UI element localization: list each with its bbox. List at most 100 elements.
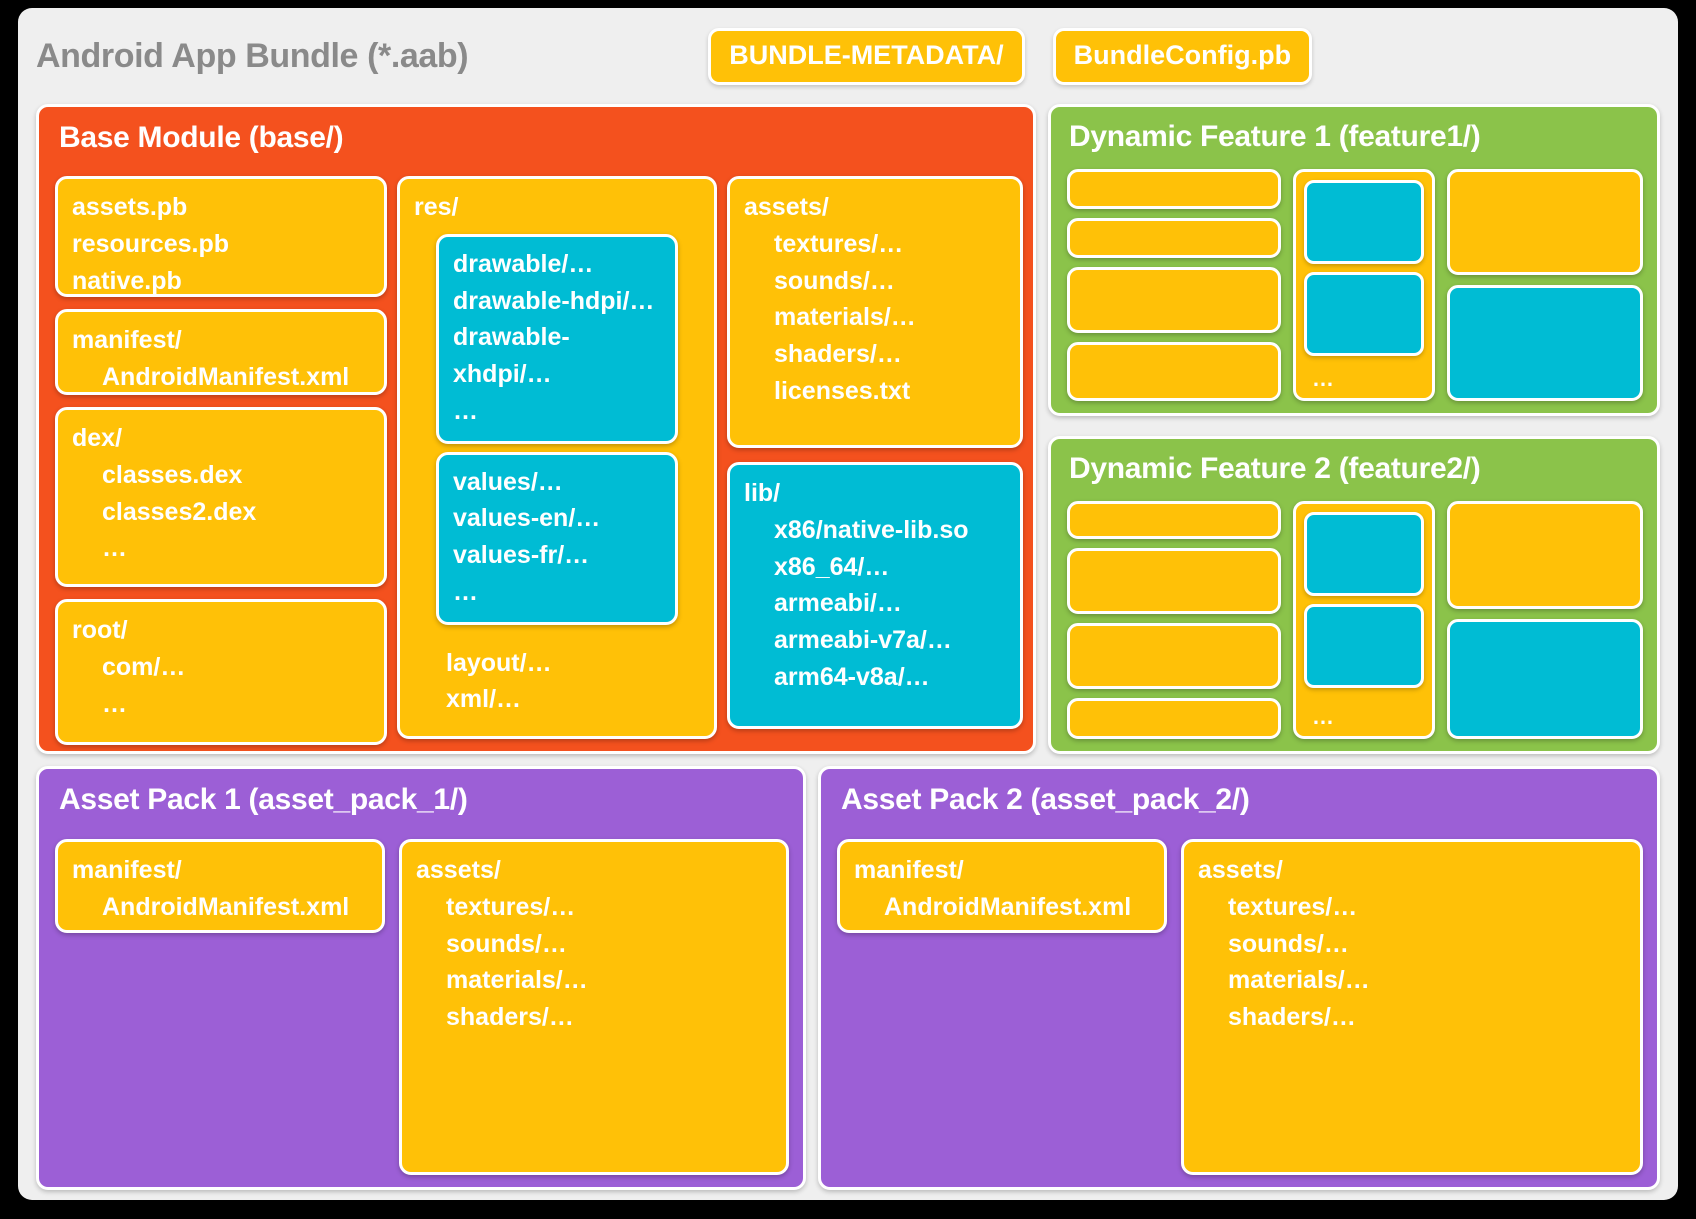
ap2-manifest-root: manifest/ [854, 856, 964, 884]
ap1-assets-root: assets/ [416, 856, 501, 884]
base-assets-root: assets/ [744, 193, 829, 221]
feature-2-assets-card[interactable] [1447, 501, 1643, 609]
feature-2-column-c [1447, 501, 1643, 739]
feature-1-res-more: … [1312, 366, 1335, 391]
manifest-file: AndroidManifest.xml [102, 362, 350, 391]
asset-pack-2-body: manifest/ AndroidManifest.xml assets/ te… [837, 839, 1643, 1175]
feature-2-res-host[interactable]: … [1293, 501, 1435, 739]
feature-2-lib-card[interactable] [1447, 619, 1643, 739]
diagram-canvas: Android App Bundle (*.aab) BUNDLE-METADA… [18, 8, 1678, 1200]
base-module-column-3: assets/ textures/… sounds/… materials/… … [727, 176, 1023, 739]
drawable-hdpi: drawable-hdpi/… [453, 286, 655, 315]
asset-pack-1-panel[interactable]: Asset Pack 1 (asset_pack_1/) manifest/ A… [36, 766, 806, 1190]
card-base-res[interactable]: res/ drawable/… drawable-hdpi/… drawable… [397, 176, 717, 739]
lib-armeabi: armeabi/… [774, 589, 902, 618]
feature-1-res-drawables[interactable] [1304, 180, 1424, 264]
card-base-lib[interactable]: lib/ x86/native-lib.so x86_64/… armeabi/… [727, 462, 1023, 729]
lib-x86: x86/native-lib.so [774, 515, 969, 544]
card-res-values[interactable]: values/… values-en/… values-fr/… … [436, 451, 678, 625]
drawable-default: drawable/… [453, 249, 594, 278]
ap2-assets-root: assets/ [1198, 856, 1283, 884]
dynamic-feature-1-panel[interactable]: Dynamic Feature 1 (feature1/) … [1048, 104, 1660, 416]
card-base-root[interactable]: root/ com/… … [55, 599, 387, 745]
lib-armeabi-v7a: armeabi-v7a/… [774, 626, 952, 654]
ap2-manifest-file: AndroidManifest.xml [884, 892, 1132, 921]
base-module-column-1: assets.pb resources.pb native.pb manifes… [55, 176, 387, 745]
card-proto-files[interactable]: assets.pb resources.pb native.pb [55, 176, 387, 297]
values-fr: values-fr/… [453, 541, 590, 569]
base-module-panel[interactable]: Base Module (base/) assets.pb resources.… [36, 104, 1036, 754]
feature-2-card-2[interactable] [1067, 548, 1281, 614]
card-base-manifest[interactable]: manifest/ AndroidManifest.xml [55, 309, 387, 395]
proto-resources: resources.pb [72, 229, 230, 258]
drawable-more: … [453, 396, 479, 425]
res-layout: layout/… [446, 648, 552, 677]
feature-1-res-values[interactable] [1304, 272, 1424, 356]
ap2-assets-sounds: sounds/… [1228, 929, 1349, 958]
feature-2-res-values[interactable] [1304, 604, 1424, 688]
feature-1-card-1[interactable] [1067, 169, 1281, 209]
dex-more: … [102, 534, 128, 563]
card-res-drawables[interactable]: drawable/… drawable-hdpi/… drawable-xhdp… [436, 233, 678, 444]
chip-bundle-config[interactable]: BundleConfig.pb [1052, 27, 1313, 85]
dynamic-feature-2-body: … [1067, 501, 1643, 739]
feature-2-column-b: … [1293, 501, 1435, 739]
feature-2-card-4[interactable] [1067, 698, 1281, 739]
feature-1-card-4[interactable] [1067, 342, 1281, 401]
base-module-title: Base Module (base/) [59, 121, 344, 154]
asset-pack-1-title: Asset Pack 1 (asset_pack_1/) [59, 783, 468, 816]
asset-pack-1-body: manifest/ AndroidManifest.xml assets/ te… [55, 839, 789, 1175]
ap1-assets-sounds: sounds/… [446, 929, 567, 958]
asset-pack-2-assets-card[interactable]: assets/ textures/… sounds/… materials/… … [1181, 839, 1643, 1175]
values-en: values-en/… [453, 504, 601, 533]
base-assets-materials: materials/… [774, 303, 916, 332]
res-tail-list: layout/… xml/… … [446, 645, 700, 739]
asset-pack-1-manifest-card[interactable]: manifest/ AndroidManifest.xml [55, 839, 385, 933]
lib-root: lib/ [744, 479, 781, 507]
feature-1-card-3[interactable] [1067, 267, 1281, 333]
page-title: Android App Bundle (*.aab) [36, 36, 469, 75]
asset-pack-2-manifest-card[interactable]: manifest/ AndroidManifest.xml [837, 839, 1167, 933]
dynamic-feature-1-title: Dynamic Feature 1 (feature1/) [1069, 120, 1481, 153]
feature-1-res-host[interactable]: … [1293, 169, 1435, 401]
asset-pack-2-panel[interactable]: Asset Pack 2 (asset_pack_2/) manifest/ A… [818, 766, 1660, 1190]
asset-pack-1-assets-card[interactable]: assets/ textures/… sounds/… materials/… … [399, 839, 789, 1175]
ap1-assets-textures: textures/… [446, 892, 576, 921]
root-more: … [102, 689, 128, 718]
chip-bundle-metadata[interactable]: BUNDLE-METADATA/ [708, 27, 1025, 85]
ap2-assets-textures: textures/… [1228, 892, 1358, 921]
asset-pack-2-title: Asset Pack 2 (asset_pack_2/) [841, 783, 1250, 816]
feature-2-res-drawables[interactable] [1304, 512, 1424, 596]
res-root-label: res/ [414, 193, 459, 221]
res-more: … [446, 722, 472, 739]
ap1-assets-materials: materials/… [446, 966, 588, 995]
feature-2-card-3[interactable] [1067, 623, 1281, 689]
feature-1-column-a [1067, 169, 1281, 401]
base-assets-sounds: sounds/… [774, 266, 895, 295]
dex-classes: classes.dex [102, 460, 243, 489]
dex-classes2: classes2.dex [102, 497, 257, 526]
base-assets-licenses: licenses.txt [774, 376, 911, 405]
feature-1-assets-card[interactable] [1447, 169, 1643, 275]
ap1-manifest-file: AndroidManifest.xml [102, 892, 350, 921]
root-com: com/… [102, 652, 186, 681]
card-base-dex[interactable]: dex/ classes.dex classes2.dex … [55, 407, 387, 587]
feature-1-lib-card[interactable] [1447, 285, 1643, 401]
feature-2-res-more: … [1312, 704, 1335, 729]
ap2-assets-materials: materials/… [1228, 966, 1370, 995]
base-module-column-2: res/ drawable/… drawable-hdpi/… drawable… [397, 176, 717, 739]
feature-1-column-b: … [1293, 169, 1435, 401]
ap1-manifest-root: manifest/ [72, 856, 182, 884]
res-xml: xml/… [446, 685, 522, 714]
card-base-assets[interactable]: assets/ textures/… sounds/… materials/… … [727, 176, 1023, 448]
manifest-root: manifest/ [72, 326, 182, 354]
root-root: root/ [72, 616, 128, 644]
values-more: … [453, 577, 479, 606]
ap2-assets-shaders: shaders/… [1228, 1003, 1356, 1031]
feature-2-card-1[interactable] [1067, 501, 1281, 539]
base-assets-shaders: shaders/… [774, 340, 902, 368]
feature-1-card-2[interactable] [1067, 218, 1281, 258]
feature-2-column-a [1067, 501, 1281, 739]
dynamic-feature-2-panel[interactable]: Dynamic Feature 2 (feature2/) … [1048, 436, 1660, 754]
dex-root: dex/ [72, 424, 123, 452]
